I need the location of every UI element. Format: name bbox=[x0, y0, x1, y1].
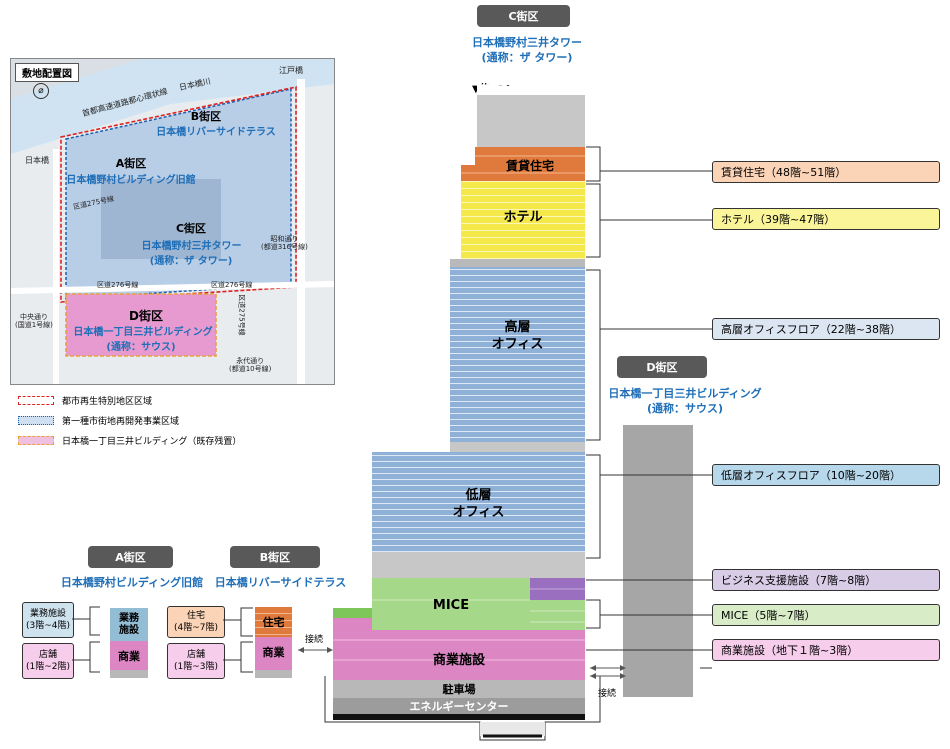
tower-energy-label: エネルギーセンター bbox=[409, 700, 509, 713]
parking-floors bbox=[333, 680, 585, 698]
site-map: 敷地配置図 ⌀ 日本橋川 首都高速道路都心環状線 江戸橋 日本橋 B街区 日本橋… bbox=[10, 58, 335, 385]
a-block-name: 日本橋野村ビルディング旧館 bbox=[60, 576, 204, 589]
map-showa: 昭和通り (都道316号線) bbox=[261, 235, 308, 251]
b-bld-shop-label: 商業 bbox=[262, 646, 285, 659]
low-office-floors bbox=[372, 452, 585, 552]
map-chuo: 中央通り (国道1号線) bbox=[15, 313, 53, 329]
floor-label-high-office: 高層オフィスフロア（22階~38階） bbox=[712, 318, 940, 340]
a-bld-shop: 商業 bbox=[110, 641, 148, 670]
floor-label-low-office: 低層オフィスフロア（10階~20階） bbox=[712, 464, 940, 486]
tower-mice-label: MICE bbox=[432, 597, 470, 613]
b-block-tag: B街区 bbox=[230, 546, 320, 568]
legend-item-existing: 日本橋一丁目三井ビルディング（既存残置） bbox=[18, 434, 241, 447]
map-c-tag: C街区 bbox=[175, 222, 207, 235]
map-c-name: 日本橋野村三井タワー bbox=[141, 241, 242, 252]
floor-label-rent: 賃貸住宅（48階~51階） bbox=[712, 161, 940, 183]
map-nihonbashi: 日本橋 bbox=[25, 156, 49, 165]
floor-label-commercial: 商業施設（地下１階~3階） bbox=[712, 639, 940, 661]
map-c-nick: (通称：ザ タワー) bbox=[149, 256, 233, 267]
north-icon: ⌀ bbox=[33, 83, 49, 99]
map-road3: 区道276号線 bbox=[211, 281, 253, 289]
d-tower-building bbox=[623, 425, 693, 697]
legend-label: 日本橋一丁目三井ビルディング（既存残置） bbox=[62, 437, 242, 447]
commercial-floors bbox=[333, 630, 585, 680]
tower-rent-label: 賃貸住宅 bbox=[505, 158, 554, 173]
a-box-office: 業務施設 (3階~4階) bbox=[22, 602, 74, 638]
tower-high-office-label: 高層 オフィス bbox=[491, 320, 544, 352]
d-tower-nick: (通称：サウス) bbox=[646, 402, 724, 415]
map-b-tag: B街区 bbox=[190, 110, 222, 123]
a-bracket bbox=[72, 606, 100, 673]
b-bld-shop bbox=[255, 637, 292, 670]
b-bld-house bbox=[255, 607, 292, 637]
legend-label: 都市再生特別地区区域 bbox=[62, 397, 153, 407]
map-b-name: 日本橋リバーサイドテラス bbox=[156, 127, 276, 138]
a-bld-office: 業務 施設 bbox=[110, 608, 148, 641]
tower-low-office-label: 低層 オフィス bbox=[452, 488, 505, 520]
mice-floors bbox=[372, 578, 530, 630]
map-eitai: 永代通り (都道10号線) bbox=[229, 357, 272, 373]
d-tower-name: 日本橋一丁目三井ビルディング bbox=[608, 387, 762, 400]
tower-parking-label: 駐車場 bbox=[442, 683, 476, 696]
map-d-name: 日本橋一丁目三井ビルディング bbox=[73, 327, 213, 338]
high-office-floors bbox=[450, 267, 585, 442]
map-road2: 区道276号線 bbox=[97, 281, 139, 289]
b-block-name: 日本橋リバーサイドテラス bbox=[214, 576, 347, 589]
b-connect-label: 接続 bbox=[305, 635, 324, 645]
legend-item-special-zone: 都市再生特別地区区域 bbox=[18, 394, 152, 407]
floor-label-business: ビジネス支援施設（7階~8階） bbox=[712, 569, 940, 591]
floor-label-hotel: ホテル（39階~47階） bbox=[712, 208, 940, 230]
energy-floors bbox=[333, 698, 585, 714]
tower-connect-label: 接続 bbox=[598, 689, 617, 699]
hotel-floors bbox=[461, 181, 585, 259]
floor-label-mice: MICE（5階~7階） bbox=[712, 604, 940, 626]
map-title: 敷地配置図 bbox=[15, 63, 79, 82]
c-tower-name: 日本橋野村三井タワー bbox=[472, 36, 582, 49]
a-box-shop: 店舗 (1階~2階) bbox=[22, 643, 74, 679]
legend-item-redevelopment: 第一種市街地再開発事業区域 bbox=[18, 414, 179, 427]
site-map-drawing bbox=[11, 59, 334, 384]
b-bld-base bbox=[255, 670, 292, 678]
b-bracket bbox=[223, 607, 253, 673]
a-bld-base bbox=[110, 670, 148, 678]
a-block-tag: A街区 bbox=[88, 546, 173, 568]
map-edobashi: 江戸橋 bbox=[279, 66, 303, 75]
legend-swatch-red bbox=[18, 396, 54, 405]
b-box-house: 住宅 (4階~7階) bbox=[167, 606, 225, 638]
legend-swatch-blue bbox=[18, 416, 54, 425]
b-box-shop: 店舗 (1階~3階) bbox=[167, 643, 225, 679]
tower-commercial-label: 商業施設 bbox=[432, 652, 485, 668]
legend-label: 第一種市街地再開発事業区域 bbox=[62, 417, 180, 427]
b-bld-house-label: 住宅 bbox=[262, 616, 285, 629]
legend-swatch-orange bbox=[18, 436, 54, 445]
tower-hotel-label: ホテル bbox=[503, 209, 543, 225]
map-d-nick: (通称：サウス) bbox=[106, 342, 176, 353]
map-a-tag: A街区 bbox=[115, 157, 147, 170]
c-tower-nick: (通称：ザ タワー) bbox=[481, 51, 573, 64]
map-d-tag: D街区 bbox=[129, 308, 163, 323]
tower-crown bbox=[477, 95, 585, 147]
map-a-name: 日本橋野村ビルディング旧館 bbox=[66, 175, 196, 186]
d-block-tag: D街区 bbox=[617, 356, 707, 378]
c-block-tag: C街区 bbox=[477, 5, 570, 27]
